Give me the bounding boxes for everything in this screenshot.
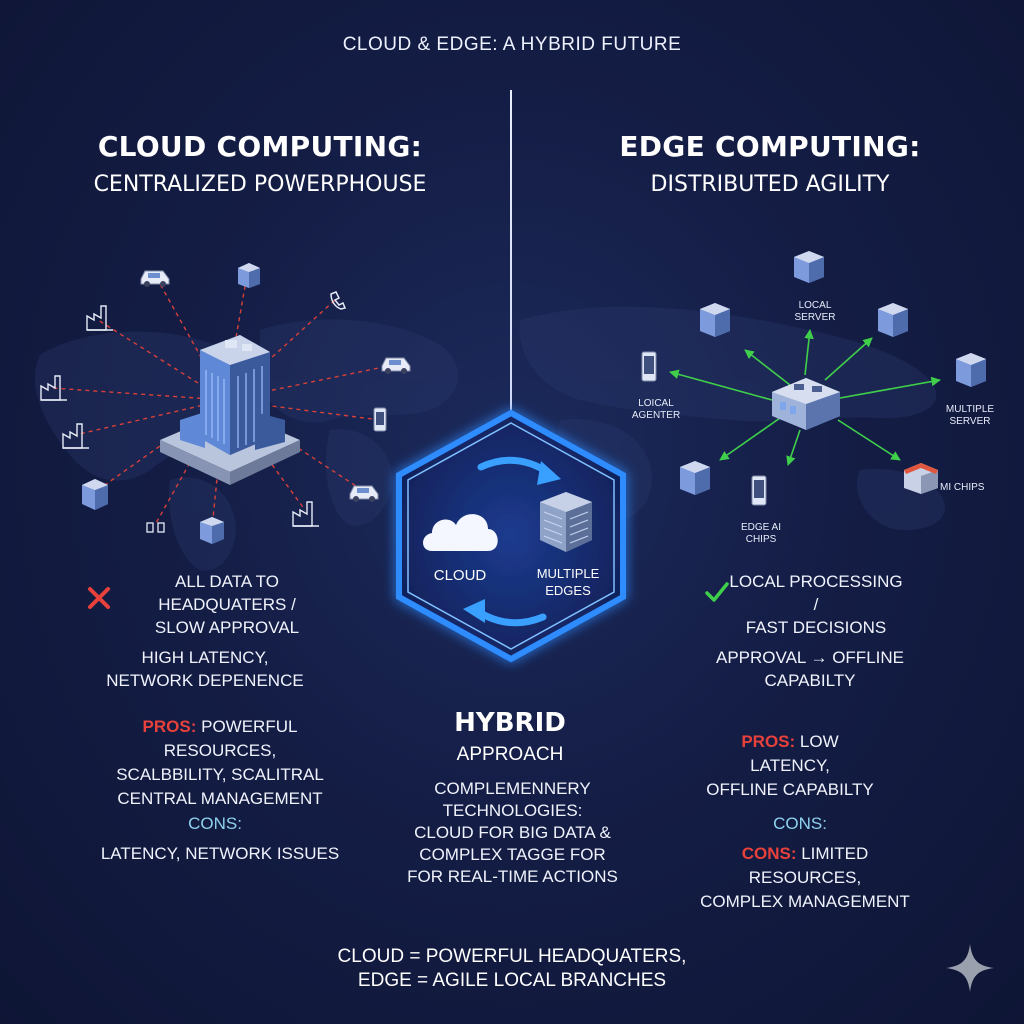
cloud-point-data-flow: ALL DATA TO HEADQUATERS / SLOW APPROVAL [154,572,300,637]
node-label-local-server: LOCAL SERVER [794,300,836,323]
edge-cons-label: CONS: [773,814,827,833]
phone-icon [751,475,767,506]
cloud-icon [423,514,498,551]
factory-icon [292,501,319,527]
pros-label: PROS: [741,732,796,751]
car-icon [381,357,411,374]
sparkle-icon [946,944,994,992]
edge-subheading: DISTRIBUTED AGILITY [650,172,890,197]
node-label-multiple-server: MULTIPLE SERVER [945,404,995,427]
factory-icon [40,375,67,401]
edge-pros: PROS: LOW LATENCY, OFFLINE CAPABILTY [706,732,874,799]
car-icon [140,270,170,287]
phone-icon [330,291,347,310]
building-icon [794,251,824,283]
building-icon [82,479,108,510]
node-label-local-center: LOICAL AGENTER [631,398,681,421]
hybrid-hexagon [396,409,626,663]
phone-icon [373,407,387,432]
edge-point-local: LOCAL PROCESSING / FAST DECISIONS [729,572,903,637]
building-icon [680,461,710,495]
page-title: CLOUD & EDGE: A HYBRID FUTURE [342,34,682,55]
cloud-subheading: CENTRALIZED POWERPHOUSE [93,172,427,197]
car-icon [349,485,379,502]
node-label-edge-ai: EDGE AI CHIPS [740,522,781,545]
pros-label: PROS: [142,717,197,736]
cross-icon [88,587,110,609]
shop-icon [904,463,938,494]
edge-point-offline: APPROVAL → OFFLINE CAPABILTY [716,648,904,690]
cloud-cons-label: CONS: [188,814,242,833]
chip-icon [146,522,165,533]
phone-icon [641,351,657,382]
hybrid-title: HYBRID [454,708,566,738]
hex-edges-label: MULTIPLE EDGES [536,566,600,598]
cloud-point-latency: HIGH LATENCY, NETWORK DEPENENCE [106,648,304,690]
hybrid-subtitle: APPROACH [456,744,564,765]
cloud-pros: PROS: POWERFUL RESOURCES, SCALBBILITY, S… [116,717,324,808]
node-label-chips: MI CHIPS [940,482,985,493]
cons-label: CONS: [741,844,797,863]
building-icon [238,263,260,288]
building-icon [878,303,908,337]
building-icon [700,303,730,337]
edge-heading: EDGE COMPUTING: [619,130,921,163]
edge-hub-icon [772,378,840,430]
edge-cons: CONS: LIMITED RESOURCES, COMPLEX MANAGEM… [700,844,910,911]
building-icon [956,353,986,387]
factory-icon [86,305,113,331]
cloud-heading: CLOUD COMPUTING: [97,130,423,163]
center-divider [510,90,512,412]
cloud-cons-text: LATENCY, NETWORK ISSUES [100,844,340,863]
check-icon [705,582,729,602]
server-rack-icon [540,492,592,552]
hex-cloud-label: CLOUD [433,567,487,584]
building-icon [200,517,224,544]
skyscraper-icon [160,335,300,485]
hybrid-description: COMPLEMENNERY TECHNOLOGIES: CLOUD FOR BI… [407,779,618,886]
footer-summary: CLOUD = POWERFUL HEADQUATERS, EDGE = AGI… [337,946,687,991]
factory-icon [62,423,89,449]
